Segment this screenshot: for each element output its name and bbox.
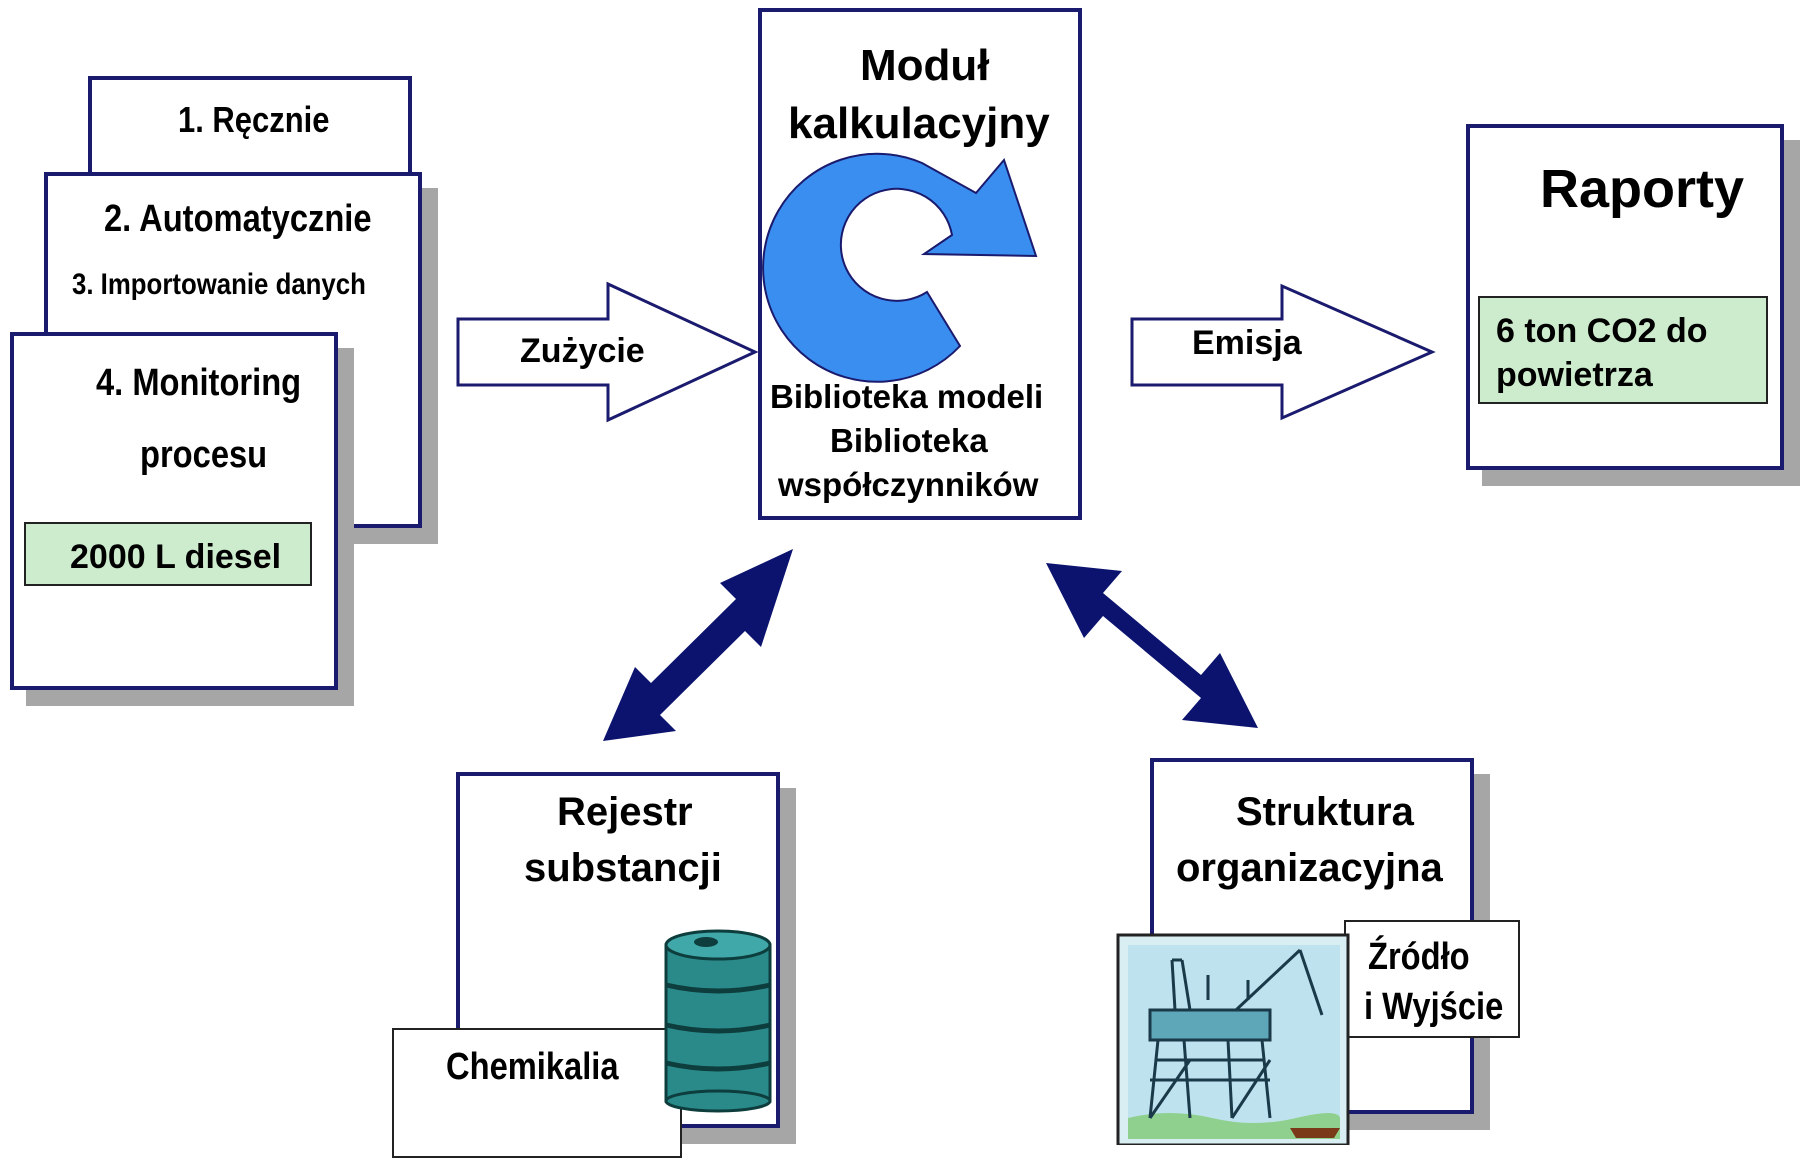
link-arrow-organization (1046, 563, 1258, 728)
input-method-monitoring-line2: procesu (140, 434, 268, 476)
emission-arrow (1130, 283, 1436, 421)
chemicals-tag (392, 1028, 682, 1158)
input-method-monitoring: 4. Monitoring (96, 362, 302, 404)
consumption-arrow (456, 281, 759, 423)
calc-module-models-library: Biblioteka modeli (770, 378, 1044, 415)
input-card-monitoring (10, 332, 338, 690)
substances-title-line2: substancji (524, 846, 722, 890)
input-value-text: 2000 L diesel (70, 538, 282, 576)
reports-value: 6 ton CO2 do powietrza (1478, 296, 1768, 404)
substances-title: Rejestr (557, 790, 693, 834)
consumption-label: Zużycie (520, 332, 645, 370)
calc-module-factors-library: Biblioteka (830, 422, 988, 459)
reports-title: Raporty (1540, 159, 1745, 219)
org-structure-title-line2: organizacyjna (1176, 846, 1443, 890)
emission-label: Emisja (1192, 324, 1302, 362)
calc-module-title: Moduł (860, 41, 990, 90)
calc-module-title-line2: kalkulacyjny (788, 99, 1050, 148)
reports-value-line1: 6 ton CO2 do (1496, 312, 1708, 350)
org-structure-title: Struktura (1236, 790, 1414, 834)
source-output-tag-label: Źródło (1368, 936, 1470, 978)
reports-value-line2: powietrza (1496, 356, 1653, 394)
calc-module-factors-library-line2: współczynników (778, 466, 1039, 503)
input-method-import: 3. Importowanie danych (72, 268, 366, 301)
input-method-manual: 1. Ręcznie (178, 99, 330, 140)
chemicals-tag-label: Chemikalia (446, 1046, 619, 1088)
source-output-tag-label-line2: i Wyjście (1364, 986, 1504, 1028)
input-method-automatic: 2. Automatycznie (104, 198, 372, 240)
source-output-tag (1344, 920, 1520, 1038)
input-value: 2000 L diesel (24, 522, 312, 586)
link-arrow-substances (603, 549, 793, 741)
